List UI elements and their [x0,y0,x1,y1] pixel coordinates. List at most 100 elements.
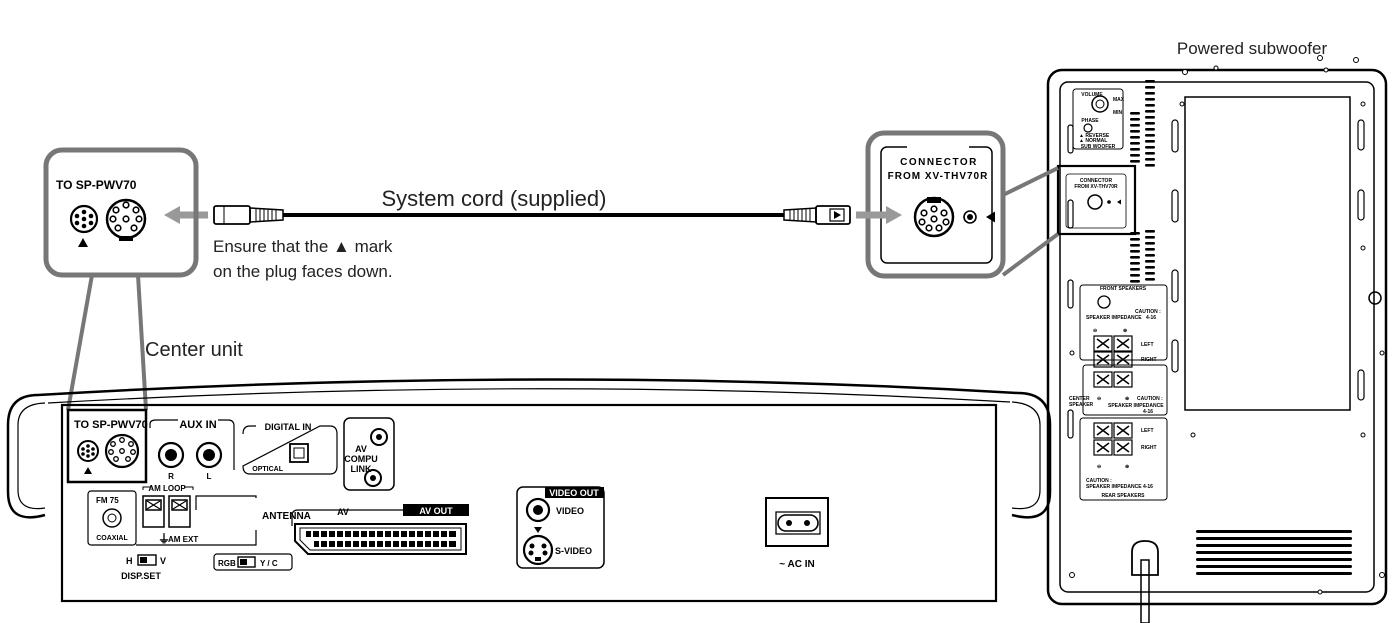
rear-left-label: LEFT [1141,428,1154,434]
ensure-note-line1: Ensure that the ▲ mark [213,237,393,256]
center-to-sp-jack-group: TO SP-PWV70 [66,408,148,484]
av-label: AV [355,444,367,454]
rear-caution-label: CAUTION : [1086,478,1112,484]
rear-minus-symbol: ⊖ [1097,464,1101,470]
cord-right-plug [783,205,851,225]
center-minus-symbol: ⊖ [1097,396,1101,402]
callout-triangle-icon [78,238,88,247]
av-compu-link-group: AV COMPU LINK [343,417,395,491]
compu-label: COMPU [344,454,378,464]
scart-connector[interactable] [294,523,467,555]
scart-av-label: AV [337,507,349,517]
rear-plus-symbol: ⊕ [1125,464,1129,470]
subwoofer-caption: Powered subwoofer [1177,39,1328,58]
plug-triangle-icon [834,211,841,219]
front-impedance-label: SPEAKER IMPEDANCE [1086,315,1142,321]
subwoofer-label-plate [1184,96,1351,411]
disp-set-switch[interactable] [137,554,157,566]
sub-woofer-label: SUB WOOFER [1081,144,1116,150]
ac-in-label: ~ AC IN [779,559,814,570]
subwoofer-outer-body [1046,68,1388,606]
s-video-jack[interactable] [522,534,554,566]
subwoofer-mount-hole [1368,291,1382,305]
subwoofer-screws [1069,55,1385,595]
system-cord: System cord (supplied) [164,186,902,281]
rear-speakers-label: REAR SPEAKERS [1101,493,1145,499]
aux-r-jack[interactable] [157,441,185,469]
center-unit-caption: Center unit [145,339,243,361]
front-caution-label: CAUTION : [1135,309,1161,315]
callout-small-jack[interactable] [69,204,99,234]
phase-normal-label: ▲ NORMAL [1079,138,1107,144]
optical-label: OPTICAL [252,466,283,473]
center-system-jack[interactable] [104,433,140,469]
sw-connector-label: CONNECTOR [1080,178,1113,184]
ac-in-group: ~ AC IN [765,497,829,570]
center-to-sp-label: TO SP-PWV70 [74,419,148,431]
phase-switch[interactable] [1083,123,1093,133]
aux-in-group: AUX IN R L [149,419,235,481]
yc-label: Y / C [260,559,278,568]
callout-screw-icon [963,210,977,224]
front-right-label: RIGHT [1141,357,1157,363]
sw-system-connector[interactable] [1087,194,1103,210]
antenna-label: ANTENNA [262,511,311,522]
center-range-label: 4-16 [1143,409,1153,415]
front-speakers-terminal: FRONT SPEAKERS SPEAKER IMPEDANCE CAUTION… [1079,284,1168,388]
coaxial-label: COAXIAL [96,535,128,542]
callout-system-connector[interactable] [913,196,955,238]
av-compu-link-jack-2[interactable] [364,469,382,487]
subwoofer-control-panel: VOLUME MAX MIN PHASE ▲ REVERSE ▲ NORMAL … [1072,88,1125,150]
callout-connector-label: CONNECTOR [900,157,978,168]
h-label: H [126,556,133,566]
aux-r-label: R [168,472,174,481]
video-out-group: VIDEO OUT VIDEO S-VIDEO [516,486,605,569]
center-rear-panel [60,403,998,603]
center-unit: Center unit TO SP-PWV70 AUX IN [6,339,1052,603]
center-plus-symbol: ⊕ [1125,396,1129,402]
triangle-mark-icon [986,211,995,223]
am-loop-label: AM LOOP [148,484,186,493]
subwoofer-connector-callout: CONNECTOR FROM XV-THV70R [865,130,1060,279]
av-compu-link-jack-1[interactable] [370,428,388,446]
digital-in-label: DIGITAL IN [265,422,312,432]
phase-label: PHASE [1081,118,1099,124]
subwoofer-connector-area: CONNECTOR FROM XV-THV70R [1056,164,1137,236]
rear-speakers-terminal: LEFT RIGHT ⊖ ⊕ CAUTION : SPEAKER IMPEDAN… [1079,417,1168,501]
power-cord [1131,540,1159,623]
rear-impedance-label: SPEAKER IMPEDANCE 4-16 [1086,484,1153,490]
subwoofer-vent-rows [1196,530,1352,575]
front-range-label: 4-16 [1146,315,1156,321]
ac-in-socket[interactable] [765,497,829,547]
disp-set-label: DISP.SET [121,571,161,581]
aux-l-jack[interactable] [195,441,223,469]
front-minus-symbol: ⊖ [1093,328,1097,334]
subwoofer-vent-column [1130,80,1155,283]
fm-coaxial-jack[interactable] [102,508,122,528]
center-impedance-label: SPEAKER IMPEDANCE [1108,403,1164,409]
fm-label: FM 75 [96,496,119,505]
volume-min-label: MIN [1113,110,1123,116]
am-ext-label: AM EXT [168,535,198,544]
optical-jack[interactable] [289,443,309,463]
subwoofer: Powered subwoofer [1046,39,1388,623]
ground-icon: ⏚ [158,532,170,546]
v-label: V [160,556,166,566]
system-cord-caption: System cord (supplied) [382,186,607,211]
front-left-label: LEFT [1141,342,1154,348]
subwoofer-inner-panel [1059,81,1375,593]
scart-group: AV AV OUT RGB Y / C [213,504,469,571]
subwoofer-slots [1067,119,1365,439]
center-small-jack[interactable] [77,440,99,462]
center-connector-callout: TO SP-PWV70 [43,147,199,411]
aux-in-label: AUX IN [179,419,216,431]
video-jack[interactable] [525,497,551,523]
video-label: VIDEO [556,506,584,516]
front-plus-symbol: ⊕ [1123,328,1127,334]
am-terminals[interactable] [142,495,191,528]
callout-system-jack[interactable] [105,198,147,241]
rgb-yc-switch[interactable] [237,556,256,568]
volume-knob[interactable] [1091,95,1109,113]
scart-av-out-label: AV OUT [419,506,453,516]
